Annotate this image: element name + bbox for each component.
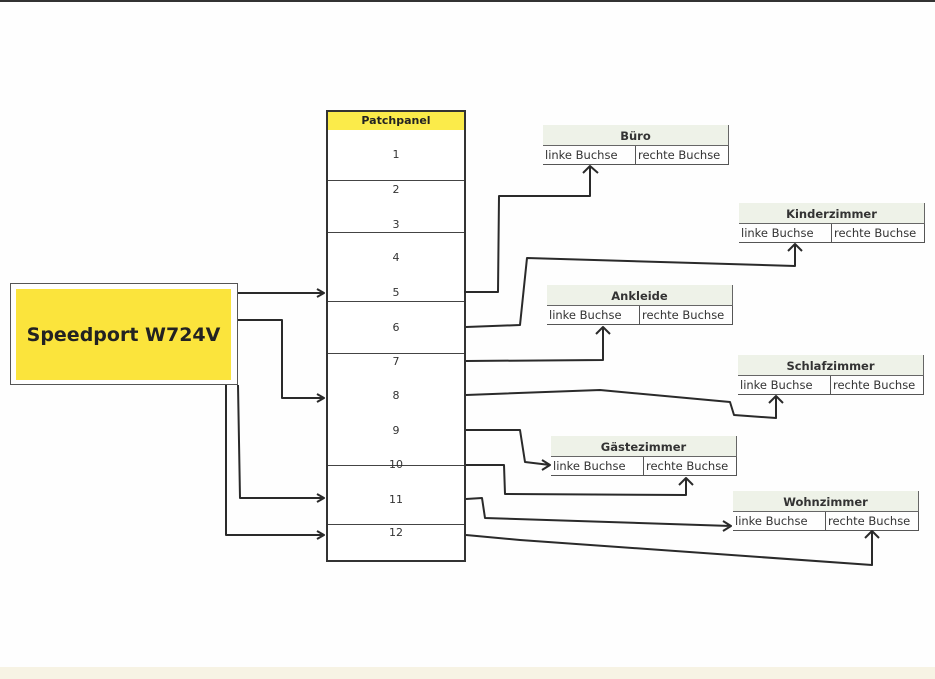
room-kinderzimmer: Kinderzimmer linke Buchse rechte Buchse: [739, 203, 925, 243]
port-9: 9: [392, 424, 400, 437]
port-11: 11: [389, 493, 403, 506]
scan-edge: [0, 0, 935, 2]
port-4: 4: [392, 251, 400, 264]
room-title: Büro: [543, 125, 729, 146]
room-wohnzimmer: Wohnzimmer linke Buchse rechte Buchse: [733, 491, 919, 531]
room-ankleide: Ankleide linke Buchse rechte Buchse: [547, 285, 733, 325]
room-title: Wohnzimmer: [733, 491, 919, 512]
socket-right: rechte Buchse: [831, 224, 924, 242]
patchpanel-title: Patchpanel: [328, 112, 464, 130]
socket-left: linke Buchse: [735, 514, 808, 528]
router-label: Speedport W724V: [16, 289, 231, 380]
socket-right: rechte Buchse: [825, 512, 918, 530]
cable-router-12: [225, 385, 325, 540]
room-title: Ankleide: [547, 285, 733, 306]
port-5: 5: [392, 286, 400, 299]
socket-right: rechte Buchse: [830, 376, 923, 394]
divider: [328, 524, 464, 525]
cable-router-11: [237, 384, 325, 503]
port-8: 8: [392, 389, 400, 402]
socket-left: linke Buchse: [549, 308, 622, 322]
port-12: 12: [389, 526, 403, 539]
port-6: 6: [392, 321, 400, 334]
room-buero: Büro linke Buchse rechte Buchse: [543, 125, 729, 165]
cable-12-wohnzimmer: [465, 530, 880, 566]
socket-right: rechte Buchse: [635, 146, 728, 164]
room-title: Schlafzimmer: [738, 355, 924, 376]
socket-right: rechte Buchse: [639, 306, 732, 324]
port-2: 2: [392, 183, 400, 196]
router-box: Speedport W724V: [10, 283, 238, 385]
socket-left: linke Buchse: [740, 378, 813, 392]
room-gaestezimmer: Gästezimmer linke Buchse rechte Buchse: [551, 436, 737, 476]
divider: [328, 301, 464, 302]
cable-router-5: [238, 288, 325, 298]
socket-left: linke Buchse: [545, 148, 618, 162]
port-7: 7: [392, 355, 400, 368]
cable-7-ankleide: [465, 326, 611, 362]
socket-right: rechte Buchse: [643, 457, 736, 475]
port-3: 3: [392, 218, 400, 231]
cable-8-schlafzimmer: [465, 389, 784, 419]
cable-11-wohnzimmer: [465, 497, 732, 532]
cable-9-gaestezimmer: [466, 429, 551, 471]
divider: [328, 232, 464, 233]
room-title: Gästezimmer: [551, 436, 737, 457]
room-schlafzimmer: Schlafzimmer linke Buchse rechte Buchse: [738, 355, 924, 395]
port-10: 10: [389, 458, 403, 471]
cable-10-gaestezimmer: [466, 464, 694, 496]
scan-margin: [0, 667, 935, 679]
divider: [328, 353, 464, 354]
patchpanel: Patchpanel 1 2 3 4 5 6 7 8 9 10 11 12: [326, 110, 466, 562]
socket-left: linke Buchse: [741, 226, 814, 240]
cable-router-8: [238, 319, 325, 403]
socket-left: linke Buchse: [553, 459, 626, 473]
divider: [328, 180, 464, 181]
room-title: Kinderzimmer: [739, 203, 925, 224]
divider: [328, 465, 464, 466]
cable-6-kinderzimmer: [465, 243, 803, 328]
port-1: 1: [392, 148, 400, 161]
cable-5-buero: [464, 165, 599, 293]
